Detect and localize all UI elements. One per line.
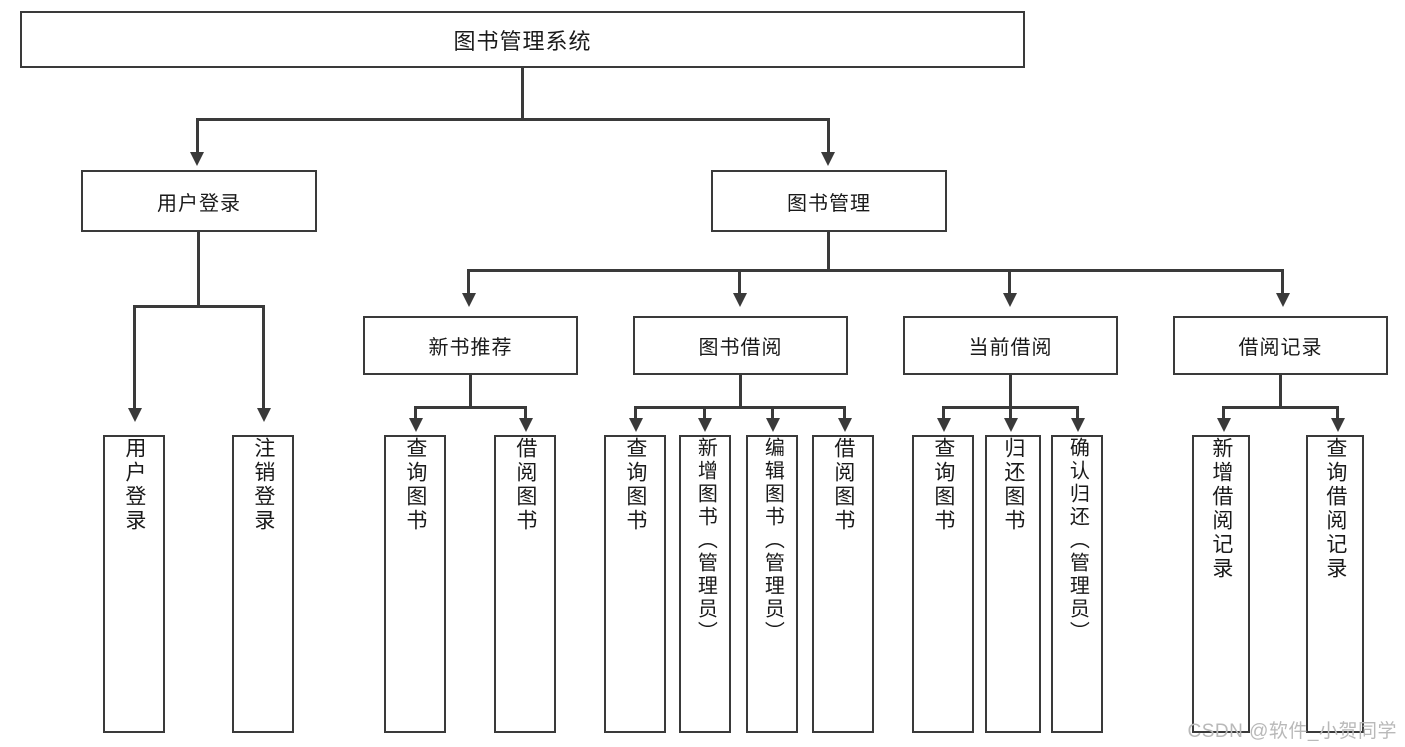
edge-user-login-stem	[197, 232, 200, 308]
node-label: 图书管理系统	[453, 28, 592, 54]
arrow-to-new-book-recommend	[462, 293, 476, 307]
node-label: 图书借阅	[698, 337, 783, 359]
node-label: 查询借阅记录	[1323, 437, 1347, 581]
edge-recommend-stem	[469, 375, 472, 409]
node-label: 借阅记录	[1238, 337, 1323, 359]
edge-borrow-stem	[739, 375, 742, 409]
node-label: 用户登录	[122, 437, 146, 533]
edge-current-drop-1	[942, 406, 945, 420]
node-current-borrow[interactable]: 当前借阅	[903, 316, 1118, 375]
node-book-borrow[interactable]: 图书借阅	[633, 316, 848, 375]
arrow-to-current-borrow	[1003, 293, 1017, 307]
node-label: 注销登录	[251, 437, 275, 533]
arrow-to-leaf-recommend-1	[409, 418, 423, 432]
node-label: 图书管理	[787, 192, 871, 215]
arrow-to-leaf-record-1	[1217, 418, 1231, 432]
node-label: 编辑图书（管理员）	[761, 437, 784, 644]
edge-book-manage-stem	[827, 232, 830, 271]
arrow-to-book-borrow	[733, 293, 747, 307]
node-label: 归还图书	[1001, 437, 1025, 533]
node-label: 查询图书	[403, 437, 427, 533]
node-leaf-confirm-return-admin[interactable]: 确认归还（管理员）	[1051, 435, 1103, 733]
node-leaf-borrow-book[interactable]: 借阅图书	[812, 435, 874, 733]
node-label: 当前借阅	[968, 337, 1053, 359]
edge-record-stem	[1279, 375, 1282, 409]
edge-root-stem	[521, 68, 524, 119]
edge-to-borrow-record	[1281, 269, 1284, 295]
node-leaf-query-book-borrow[interactable]: 查询图书	[604, 435, 666, 733]
arrow-to-leaf-current-1	[937, 418, 951, 432]
edge-to-current-borrow	[1008, 269, 1011, 295]
node-leaf-query-borrow-record[interactable]: 查询借阅记录	[1306, 435, 1364, 733]
arrow-to-leaf-current-2	[1004, 418, 1018, 432]
edge-borrow-drop-3	[771, 406, 774, 420]
node-label: 查询图书	[931, 437, 955, 533]
edge-user-login-bus	[133, 305, 265, 308]
arrow-to-leaf-borrow-1	[629, 418, 643, 432]
node-label: 新书推荐	[428, 337, 513, 359]
edge-current-stem	[1009, 375, 1012, 409]
arrow-to-leaf-borrow-4	[838, 418, 852, 432]
node-leaf-logout[interactable]: 注销登录	[232, 435, 294, 733]
arrow-to-book-manage	[821, 152, 835, 166]
arrow-to-user-login	[190, 152, 204, 166]
node-new-book-recommend[interactable]: 新书推荐	[363, 316, 578, 375]
edge-recommend-drop-1	[414, 406, 417, 420]
edge-to-new-book-recommend	[467, 269, 470, 295]
node-user-login[interactable]: 用户登录	[81, 170, 317, 232]
node-system-root[interactable]: 图书管理系统	[20, 11, 1025, 68]
node-borrow-record[interactable]: 借阅记录	[1173, 316, 1388, 375]
node-leaf-user-login[interactable]: 用户登录	[103, 435, 165, 733]
edge-root-to-book-manage	[827, 118, 830, 154]
arrow-to-leaf-record-2	[1331, 418, 1345, 432]
edge-borrow-drop-4	[843, 406, 846, 420]
edge-borrow-drop-2	[703, 406, 706, 420]
node-label: 借阅图书	[831, 437, 855, 533]
edge-book-manage-bus	[467, 269, 1284, 272]
node-leaf-add-borrow-record[interactable]: 新增借阅记录	[1192, 435, 1250, 733]
edge-borrow-drop-1	[634, 406, 637, 420]
edge-current-drop-2	[1009, 406, 1012, 420]
node-label: 确认归还（管理员）	[1066, 437, 1089, 644]
node-label: 新增图书（管理员）	[694, 437, 717, 644]
arrow-to-leaf-borrow-2	[698, 418, 712, 432]
node-label: 新增借阅记录	[1209, 437, 1233, 581]
node-book-manage[interactable]: 图书管理	[711, 170, 947, 232]
edge-user-login-drop-2	[262, 305, 265, 410]
arrow-to-borrow-record	[1276, 293, 1290, 307]
node-label: 查询图书	[623, 437, 647, 533]
edge-to-book-borrow	[738, 269, 741, 295]
edge-borrow-bus	[634, 406, 846, 409]
edge-root-to-user-login	[196, 118, 199, 154]
arrow-to-leaf-user-login-2	[257, 408, 271, 422]
node-leaf-query-book-recommend[interactable]: 查询图书	[384, 435, 446, 733]
arrow-to-leaf-current-3	[1071, 418, 1085, 432]
arrow-to-leaf-borrow-3	[766, 418, 780, 432]
node-leaf-return-book[interactable]: 归还图书	[985, 435, 1041, 733]
arrow-to-leaf-recommend-2	[519, 418, 533, 432]
node-leaf-edit-book-admin[interactable]: 编辑图书（管理员）	[746, 435, 798, 733]
node-leaf-borrow-book-recommend[interactable]: 借阅图书	[494, 435, 556, 733]
edge-current-drop-3	[1076, 406, 1079, 420]
edge-record-bus	[1222, 406, 1339, 409]
node-label: 借阅图书	[513, 437, 537, 533]
node-leaf-query-book-current[interactable]: 查询图书	[912, 435, 974, 733]
edge-recommend-bus	[414, 406, 527, 409]
node-label: 用户登录	[157, 192, 241, 215]
edge-record-drop-1	[1222, 406, 1225, 420]
node-leaf-add-book-admin[interactable]: 新增图书（管理员）	[679, 435, 731, 733]
edge-recommend-drop-2	[524, 406, 527, 420]
arrow-to-leaf-user-login-1	[128, 408, 142, 422]
edge-root-bus	[196, 118, 828, 121]
edge-user-login-drop-1	[133, 305, 136, 410]
edge-record-drop-2	[1336, 406, 1339, 420]
